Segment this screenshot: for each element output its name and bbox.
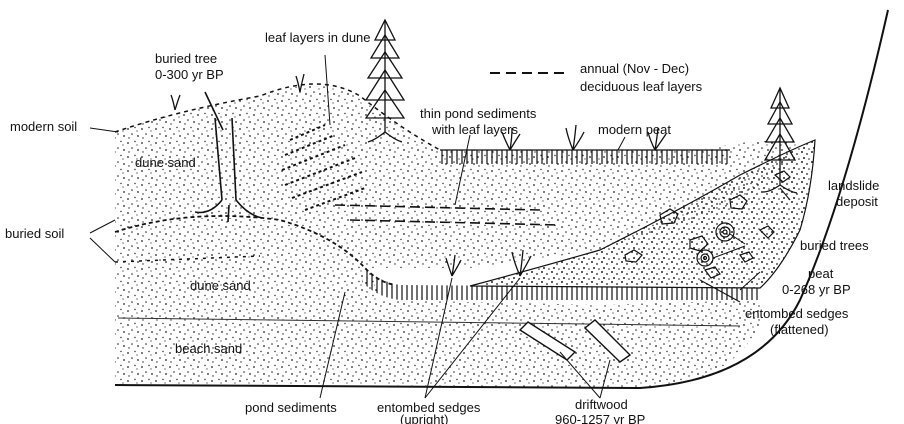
- label-modern-soil: modern soil: [10, 119, 77, 134]
- label-entombed-flattened-2: (flattened): [770, 322, 829, 337]
- label-peat-age: 0-268 yr BP: [782, 282, 851, 297]
- label-beach-sand: beach sand: [175, 341, 242, 356]
- legend-annual-label: annual (Nov - Dec): [580, 61, 689, 76]
- label-buried-trees: buried trees: [800, 238, 869, 253]
- label-entombed-flattened: entombed sedges: [745, 306, 849, 321]
- label-modern-peat: modern peat: [598, 122, 671, 137]
- label-dune-sand-lower: dune sand: [190, 278, 251, 293]
- label-entombed-upright-2: (upright): [400, 412, 448, 424]
- label-driftwood-age: 960-1257 yr BP: [555, 412, 645, 424]
- legend-deciduous-label: deciduous leaf layers: [580, 79, 703, 94]
- label-buried-tree-age: 0-300 yr BP: [155, 67, 224, 82]
- modern-peat-strip: [440, 150, 730, 164]
- label-peat: peat: [808, 266, 834, 281]
- label-landslide: landslide: [828, 178, 879, 193]
- label-leaf-layers-in-dune: leaf layers in dune: [265, 30, 371, 45]
- label-buried-soil: buried soil: [5, 226, 64, 241]
- label-driftwood: driftwood: [575, 397, 628, 412]
- label-dune-sand-upper: dune sand: [135, 155, 196, 170]
- label-pond-sediments: pond sediments: [245, 400, 337, 415]
- label-thin-pond-sediments: thin pond sediments: [420, 106, 537, 121]
- label-buried-tree: buried tree: [155, 51, 217, 66]
- label-thin-pond-with-leaf: with leaf layers: [431, 122, 518, 137]
- label-landslide-deposit: deposit: [836, 194, 878, 209]
